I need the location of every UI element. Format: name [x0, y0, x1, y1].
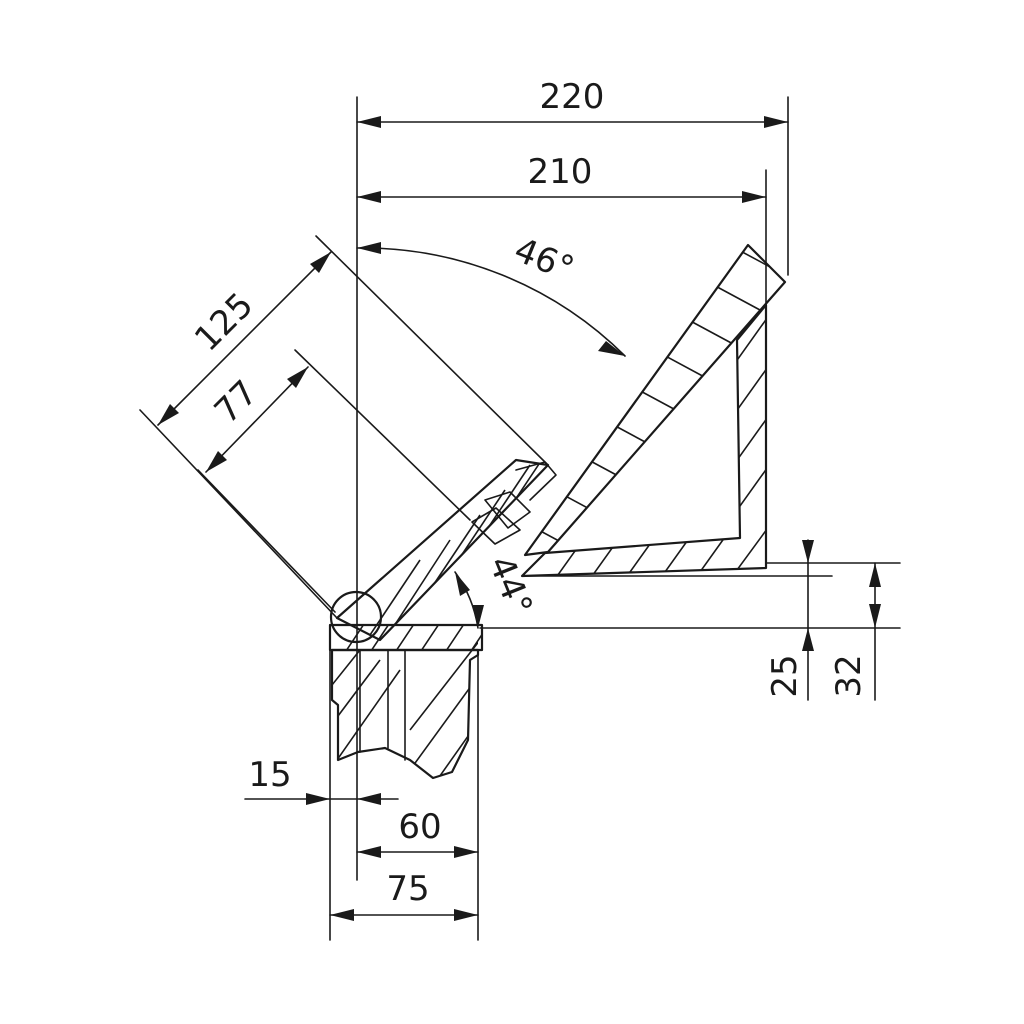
dimension-77 — [205, 366, 309, 473]
label-60: 60 — [398, 807, 441, 847]
angle-46 — [356, 242, 626, 357]
dimension-210 — [356, 191, 767, 203]
dimension-15 — [244, 793, 399, 805]
label-210: 210 — [528, 152, 593, 192]
label-15: 15 — [248, 755, 291, 795]
screw-detail — [471, 461, 557, 545]
dimension-32 — [869, 562, 881, 701]
angle-44 — [454, 571, 484, 629]
dimension-60 — [356, 846, 479, 858]
label-220: 220 — [540, 77, 605, 117]
dimension-25 — [802, 539, 814, 701]
hinge-arm — [335, 458, 550, 642]
label-32: 32 — [829, 654, 869, 697]
dimension-220 — [356, 116, 789, 128]
dimension-125 — [157, 251, 332, 426]
extension-lines — [139, 96, 901, 941]
base-block — [330, 640, 480, 780]
label-77: 77 — [207, 373, 266, 432]
dimension-75 — [329, 909, 479, 921]
tray — [520, 303, 768, 578]
label-75: 75 — [386, 869, 429, 909]
label-125: 125 — [187, 285, 261, 359]
hinge-pin-circle — [329, 590, 383, 644]
label-46-degrees: 46° — [509, 230, 580, 290]
label-44-degrees: 44° — [480, 550, 540, 621]
label-25: 25 — [765, 654, 805, 697]
